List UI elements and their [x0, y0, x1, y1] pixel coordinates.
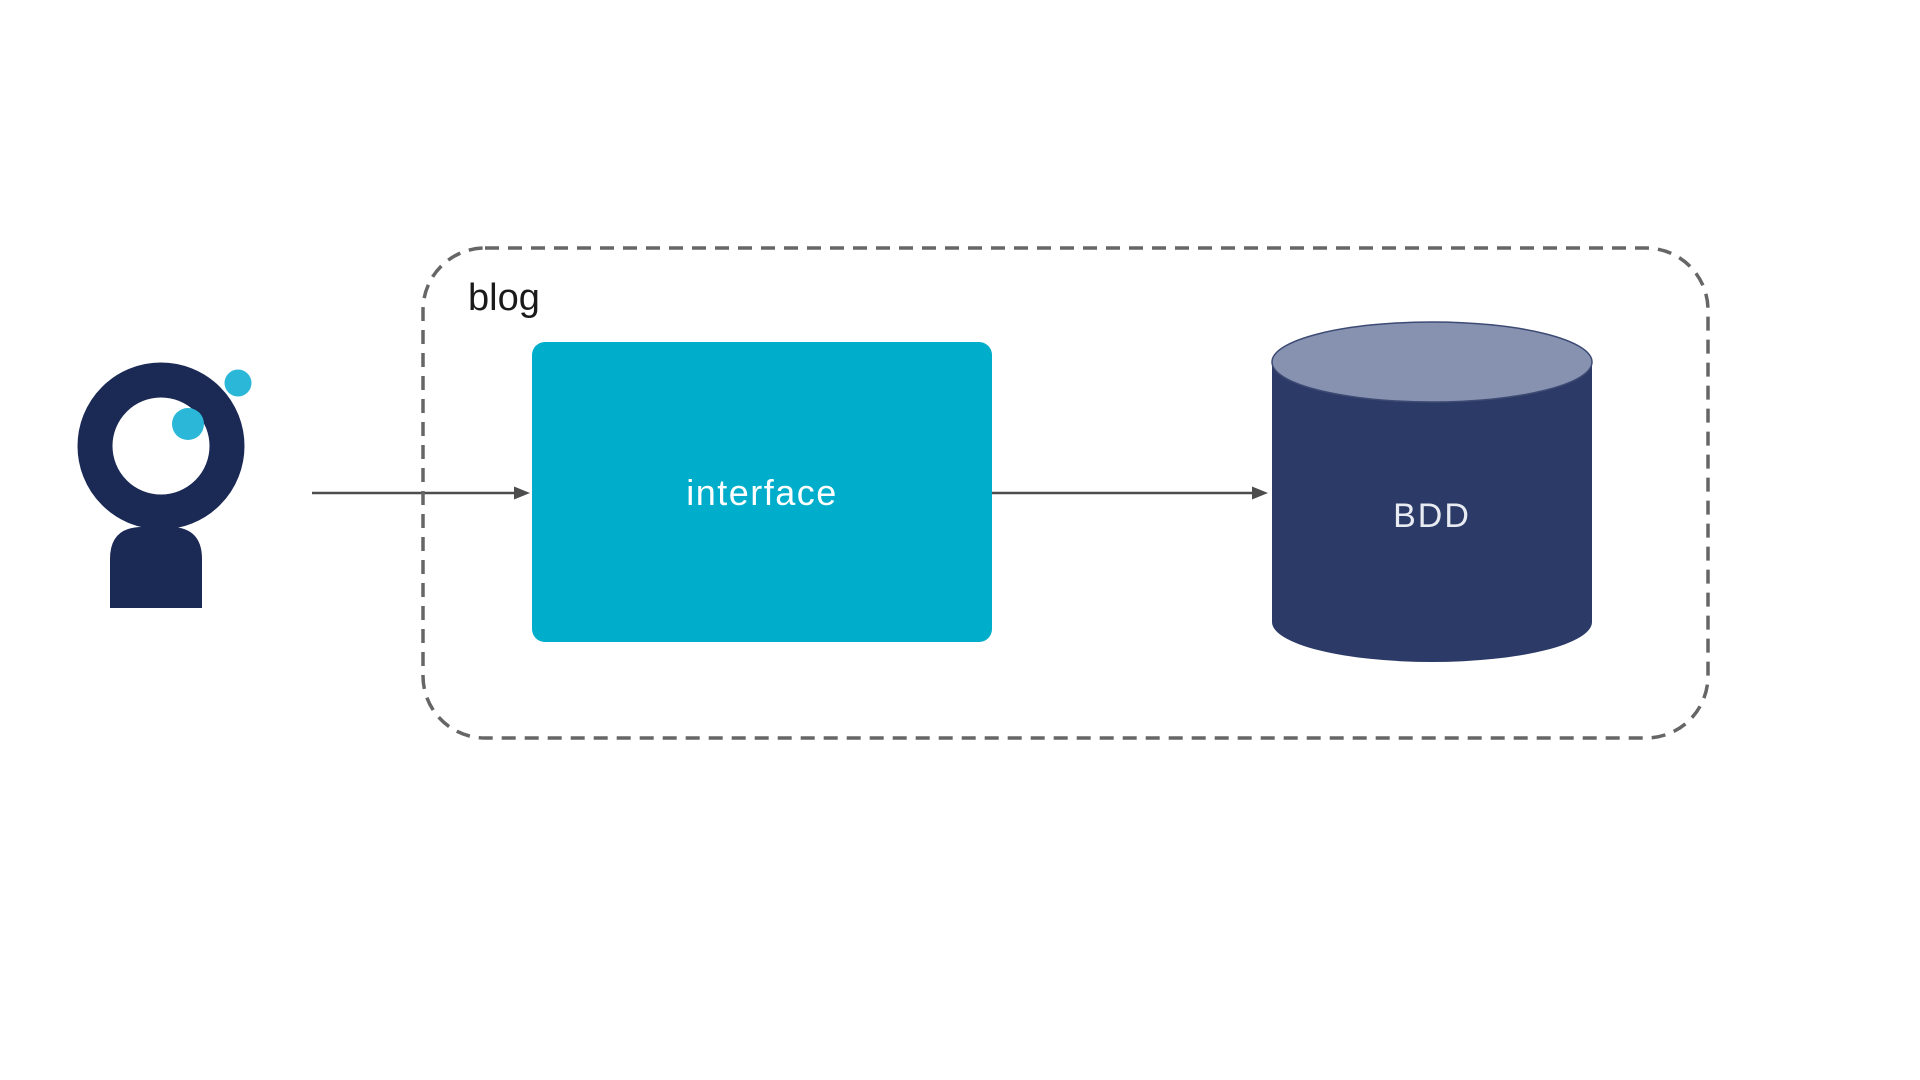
interface-node-shape	[532, 342, 992, 642]
person-body-shape	[110, 527, 202, 608]
database-node-label: BDD	[1393, 497, 1471, 535]
blog-container-label: blog	[468, 277, 540, 319]
arrow-user-to-interface	[312, 486, 530, 500]
arrow-interface-to-database	[992, 486, 1268, 500]
person-logo-icon	[77, 362, 252, 608]
arrowhead-icon	[1252, 486, 1268, 500]
person-head-ring	[77, 362, 245, 530]
database-cylinder-body	[1272, 362, 1592, 662]
outer-cyan-dot-icon	[224, 369, 252, 397]
database-node: BDD	[1271, 321, 1593, 662]
interface-node-label: interface	[686, 472, 838, 513]
interface-node: interface	[532, 342, 992, 642]
arrowhead-icon	[514, 486, 530, 500]
blog-container-border	[421, 246, 1710, 740]
database-cylinder-top	[1271, 321, 1593, 403]
inner-cyan-dot-icon	[172, 408, 204, 440]
